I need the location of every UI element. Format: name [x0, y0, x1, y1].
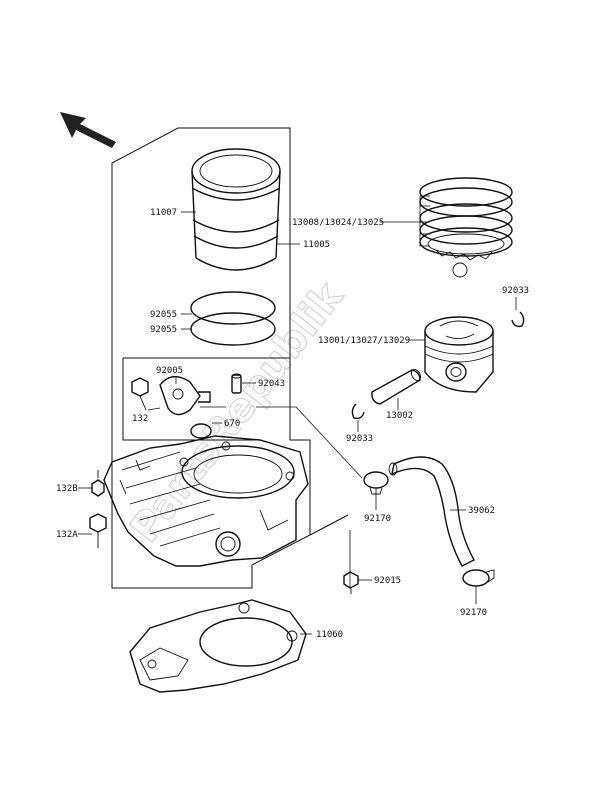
cylinder-block — [103, 435, 309, 567]
circlip-lower — [351, 403, 365, 420]
label-92005: 92005 — [156, 366, 183, 376]
cylinder-group-frame — [111, 127, 311, 589]
label-11060: 11060 — [316, 630, 343, 640]
cylinder-liner — [191, 148, 281, 271]
piston — [424, 316, 494, 393]
label-39062: 39062 — [468, 506, 495, 516]
label-670: 670 — [224, 419, 240, 429]
piston-pin — [371, 368, 422, 405]
bolt-132a — [89, 513, 107, 548]
label-132b: 132B — [56, 484, 78, 494]
leader-lines — [78, 195, 517, 635]
label-11007: 11007 — [150, 208, 177, 218]
bolt-132 — [131, 377, 149, 411]
label-92170-lower: 92170 — [460, 608, 487, 618]
label-92015: 92015 — [374, 576, 401, 586]
label-13008-13024-13025: 13008/13024/13025 — [292, 218, 384, 228]
o-ring-670 — [190, 423, 212, 439]
label-11005: 11005 — [303, 240, 330, 250]
base-gasket — [129, 599, 307, 693]
water-hose — [388, 456, 475, 567]
label-132a: 132A — [56, 530, 78, 540]
drain-plug — [343, 571, 359, 594]
sub-frame-oil-pipe — [122, 357, 290, 441]
dowel-pin — [231, 373, 242, 394]
label-92055-a: 92055 — [150, 310, 177, 320]
label-92170-upper: 92170 — [364, 514, 391, 524]
label-92033-lower: 92033 — [346, 434, 373, 444]
o-rings — [190, 291, 276, 346]
oil-fitting — [159, 376, 211, 416]
front-arrow-icon — [60, 112, 116, 148]
label-13002: 13002 — [386, 411, 413, 421]
circlip-upper — [511, 311, 525, 328]
label-92055-b: 92055 — [150, 325, 177, 335]
label-92043: 92043 — [258, 379, 285, 389]
hose-clamp-lower — [462, 569, 495, 587]
label-13001-13027-13029: 13001/13027/13029 — [318, 336, 410, 346]
label-92033-upper: 92033 — [502, 286, 529, 296]
piston-rings — [419, 177, 513, 278]
label-132: 132 — [132, 414, 148, 424]
bolt-132b — [91, 470, 105, 497]
